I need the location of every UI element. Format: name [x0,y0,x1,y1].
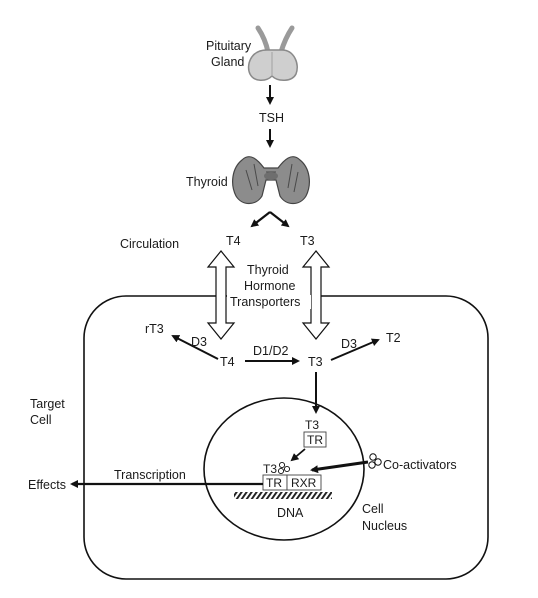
transporters-label-bg [227,295,311,309]
transporters-label-line2: Hormone [244,279,295,293]
nucleus-label-line1: Cell [362,502,384,516]
target-cell-membrane [83,295,489,580]
tsh-label: TSH [259,111,284,125]
t3-cell-label: T3 [308,355,323,369]
t4-transporter-arrow [206,250,236,340]
circulation-label: Circulation [120,237,179,251]
pituitary-label-line1: Pituitary [206,39,252,53]
arrow-tr-complex [290,448,306,462]
effects-label: Effects [28,478,66,492]
tr-box-top [303,431,327,448]
t4-circulation-label: T4 [226,234,241,248]
pituitary-label-line2: Gland [211,55,244,69]
t3-bound-label: T3 [263,462,277,476]
tr-top-label: TR [307,433,323,447]
rxr-label: RXR [291,476,317,490]
dna-label: DNA [277,506,304,520]
arrow-coactivators [310,460,369,474]
pituitary-gland-illustration [247,25,298,81]
thyroid-gland-illustration [232,156,310,205]
coactivator-icon [368,453,382,469]
cell-nucleus [203,397,365,541]
arrow-t3-t2 [330,338,380,361]
transcription-label: Transcription [114,468,186,482]
t3-circulation-label: T3 [300,234,315,248]
t2-label: T2 [386,331,401,345]
rt3-label: rT3 [145,322,164,336]
t4-cell-label: T4 [220,355,235,369]
t3-transporter-arrow [301,250,331,340]
d3-left-label: D3 [191,335,207,349]
rxr-box [286,474,322,491]
d1d2-label: D1/D2 [253,344,288,358]
target-cell-label-line1: Target [30,397,65,411]
transporters-label-line1: Thyroid [247,263,289,277]
arrow-t4-rt3 [171,335,219,360]
d3-right-label: D3 [341,337,357,351]
dna-strand [234,492,332,499]
bound-coactivator-icon [277,461,291,475]
t3-nucleus-label: T3 [305,418,319,432]
arrow-thyroid-t3 [269,211,290,228]
transporters-label-line3: Transporters [230,295,300,309]
coactivators-label: Co-activators [383,458,457,472]
nucleus-label-line2: Nucleus [362,519,407,533]
arrow-thyroid-t4 [250,211,271,228]
tr-bound-label: TR [266,476,282,490]
thyroid-label: Thyroid [186,175,228,189]
target-cell-label-line2: Cell [30,413,52,427]
